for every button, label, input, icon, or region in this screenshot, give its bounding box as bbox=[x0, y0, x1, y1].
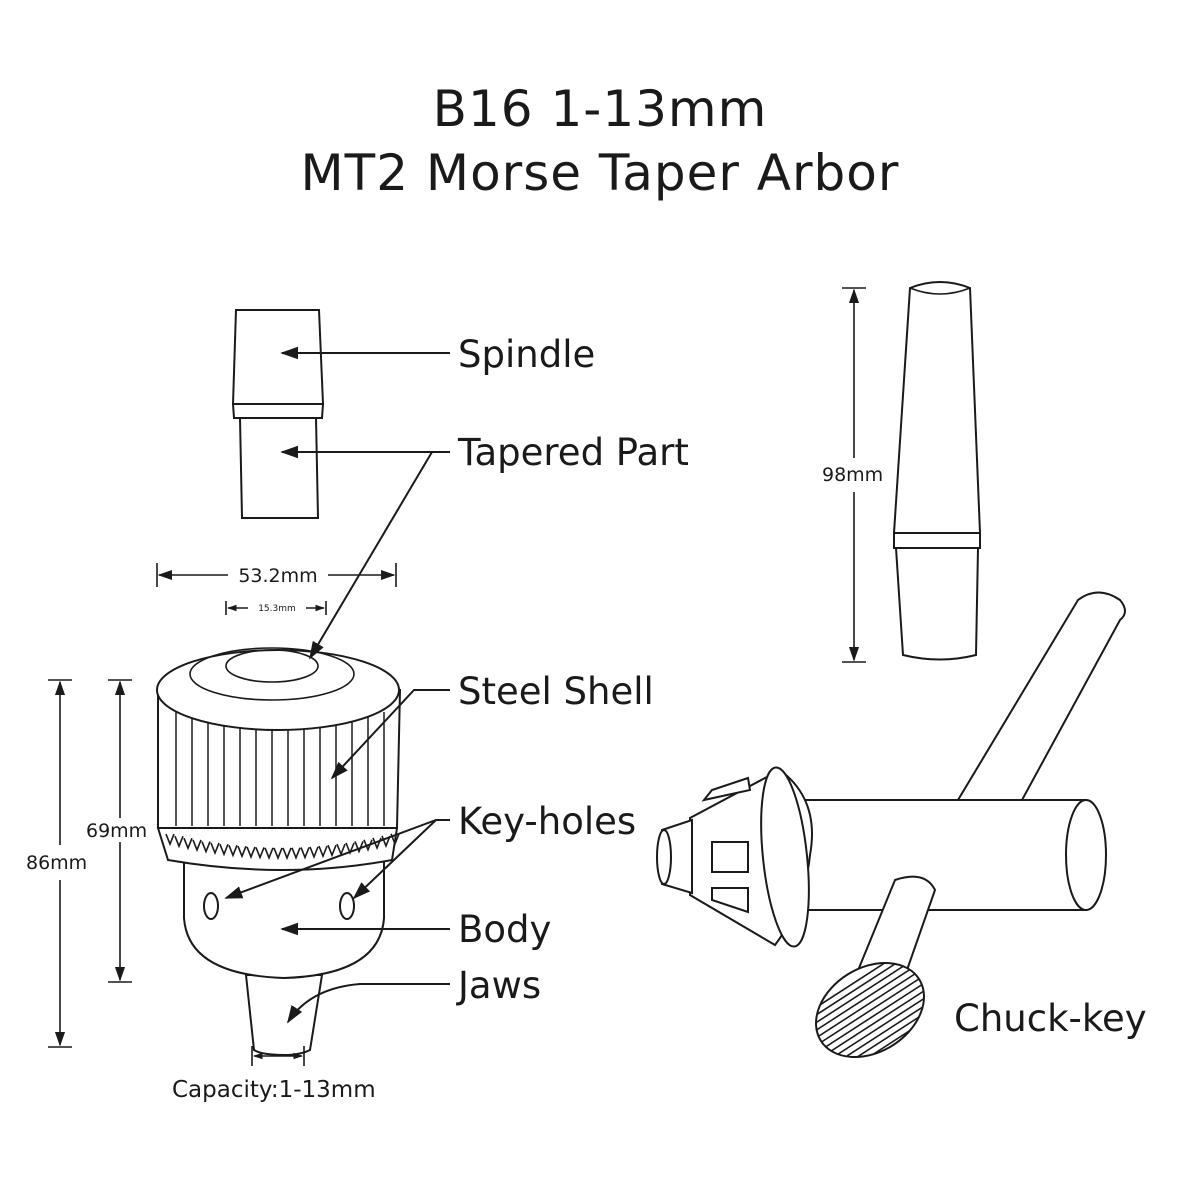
gear-tooth bbox=[291, 847, 301, 860]
gear-tooth bbox=[255, 847, 265, 860]
gear-tooth bbox=[273, 847, 283, 861]
gear-tooth bbox=[183, 837, 193, 851]
chuck-key-drawing bbox=[656, 591, 1126, 1077]
gear-tooth bbox=[318, 845, 328, 859]
gear-tooth bbox=[282, 847, 292, 861]
jaws-shape bbox=[244, 974, 324, 1057]
label-key-holes: Key-holes bbox=[458, 800, 636, 843]
gear-tooth bbox=[309, 846, 319, 860]
title-line-2: MT2 Morse Taper Arbor bbox=[300, 144, 900, 202]
dim-arbor-length: 98mm bbox=[822, 464, 883, 486]
key-hole-right bbox=[339, 892, 355, 920]
gear-tooth bbox=[363, 839, 373, 852]
gear-tooth bbox=[327, 844, 337, 858]
key-hole-left bbox=[203, 892, 219, 920]
knurl-line bbox=[798, 953, 934, 1066]
gear-tooth bbox=[192, 839, 202, 853]
arbor-part bbox=[892, 281, 982, 661]
label-tapered-part: Tapered Part bbox=[457, 431, 689, 474]
gear-tooth bbox=[264, 847, 274, 860]
dim-total-height: 86mm bbox=[26, 852, 87, 874]
label-spindle: Spindle bbox=[458, 333, 595, 376]
label-jaws: Jaws bbox=[456, 964, 541, 1007]
dim-shell-height: 69mm bbox=[86, 820, 147, 842]
body-shape bbox=[183, 849, 385, 980]
dim-capacity: Capacity:1-13mm bbox=[172, 1077, 376, 1103]
gear-tooth bbox=[300, 847, 310, 860]
chuck-drawing bbox=[156, 647, 402, 1057]
gear-tooth bbox=[210, 842, 220, 856]
gear-tooth bbox=[336, 843, 346, 857]
dim-bore-diameter: 15.3mm bbox=[258, 604, 296, 614]
gear-tooth bbox=[237, 845, 247, 859]
dimension-lines bbox=[48, 287, 866, 1066]
gear-tooth bbox=[228, 845, 238, 858]
spindle-part bbox=[231, 309, 325, 519]
knurl-line bbox=[798, 950, 916, 1062]
gear-ring-teeth bbox=[165, 833, 400, 861]
gear-tooth bbox=[165, 833, 175, 847]
label-body: Body bbox=[458, 908, 551, 951]
knurl-line bbox=[798, 948, 907, 1060]
knurl-line bbox=[798, 952, 925, 1064]
label-steel-shell: Steel Shell bbox=[458, 670, 654, 713]
gear-tooth bbox=[219, 843, 229, 857]
gear-tooth bbox=[201, 841, 211, 854]
gear-tooth bbox=[354, 841, 364, 854]
label-chuck-key: Chuck-key bbox=[954, 997, 1147, 1040]
shell-ribs bbox=[175, 712, 385, 826]
dim-shell-diameter: 53.2mm bbox=[238, 565, 317, 587]
gear-tooth bbox=[174, 835, 184, 849]
title-line-1: B16 1-13mm bbox=[432, 80, 768, 138]
gear-tooth bbox=[246, 846, 256, 860]
leader-lines bbox=[224, 346, 450, 1024]
